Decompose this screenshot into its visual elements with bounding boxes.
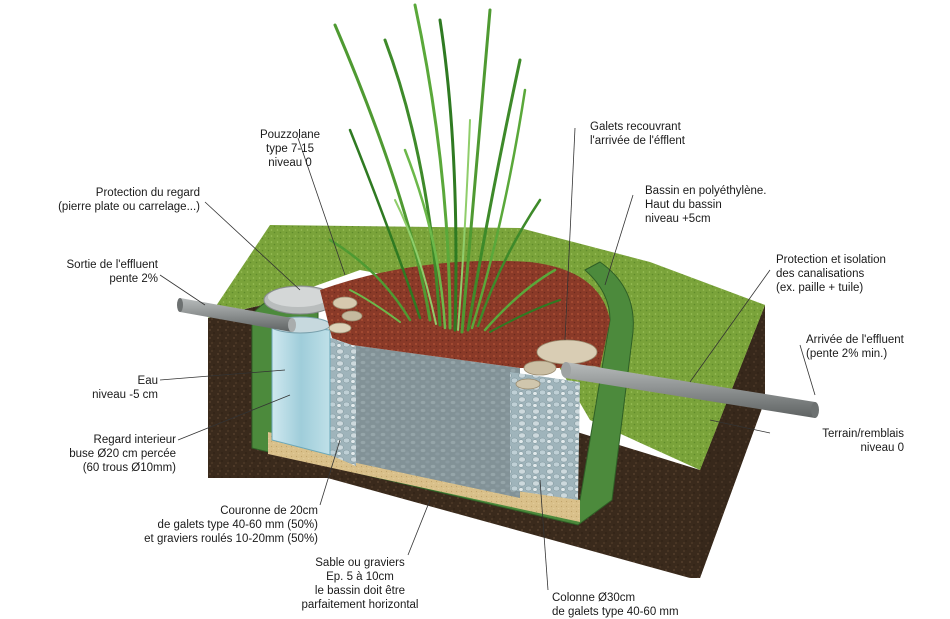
outlet-pipe: [177, 298, 296, 332]
grass-top-right: [600, 268, 765, 470]
label-line: Protection du regard: [95, 187, 200, 199]
regard-cover-stone-top: [268, 287, 328, 307]
label-line: et graviers roulés 10-20mm (50%): [144, 533, 318, 545]
label-line: de galets type 40-60 mm: [552, 606, 679, 618]
regard-pebbles: [328, 296, 363, 334]
label-line: niveau 0: [268, 157, 312, 169]
label-line: niveau 0: [860, 442, 904, 454]
label-line: (ex. paille + tuile): [776, 282, 864, 294]
label-line: Arrivée de l'effluent: [806, 334, 904, 346]
label-line: (60 trous Ø10mm): [82, 462, 176, 474]
label-line: Ep. 5 à 10cm: [326, 571, 394, 583]
label-line: Bassin en polyéthylène.: [645, 185, 767, 197]
regard-water: [271, 324, 331, 456]
label-bassin: Bassin en polyéthylène. Haut du bassin n…: [645, 184, 766, 226]
label-line: Protection et isolation: [776, 254, 886, 266]
label-pouzzolane: Pouzzolane type 7-15 niveau 0: [235, 128, 345, 170]
label-couronne: Couronne de 20cm de galets type 40-60 mm…: [100, 504, 318, 546]
label-eau: Eau niveau -5 cm: [40, 374, 158, 402]
label-protection-isolation: Protection et isolation des canalisation…: [776, 253, 886, 295]
label-regard: Regard interieur buse Ø20 cm percée (60 …: [40, 433, 176, 475]
label-line: Sortie de l'effluent: [66, 259, 159, 271]
label-line: (pierre plate ou carrelage...): [58, 201, 200, 213]
label-line: Pouzzolane: [259, 129, 321, 141]
label-line: (pente 2% min.): [806, 348, 888, 360]
pebble-column: [510, 372, 580, 500]
label-line: niveau -5 cm: [92, 389, 158, 401]
middle-gravel: [352, 345, 520, 498]
label-line: Colonne Ø30cm: [552, 592, 636, 604]
label-line: Regard interieur: [93, 434, 176, 446]
label-arrivee: Arrivée de l'effluent (pente 2% min.): [806, 333, 904, 361]
couronne-gravel: [330, 338, 356, 466]
label-line: le bassin doit être: [314, 585, 406, 597]
reed-plants: [328, 3, 561, 334]
leader-lines: [159, 127, 816, 591]
label-sortie: Sortie de l'effluent pente 2%: [40, 258, 159, 286]
label-terrain: Terrain/remblais niveau 0: [770, 427, 904, 455]
label-sable: Sable ou graviers Ep. 5 à 10cm le bassin…: [300, 556, 420, 612]
label-protection-regard: Protection du regard (pierre plate ou ca…: [40, 186, 200, 214]
label-line: Sable ou graviers: [315, 557, 405, 569]
label-line: buse Ø20 cm percée: [69, 448, 176, 460]
label-line: Terrain/remblais: [822, 428, 904, 440]
label-galets-recouvrant: Galets recouvrant l'arrivée de l'éfflent: [590, 120, 685, 148]
inlet-pipe: [561, 362, 819, 418]
label-line: parfaitement horizontal: [301, 599, 419, 611]
label-line: Haut du bassin: [645, 199, 722, 211]
label-colonne: Colonne Ø30cm de galets type 40-60 mm: [552, 591, 679, 619]
label-line: l'arrivée de l'éfflent: [590, 135, 685, 147]
label-line: pente 2%: [109, 273, 158, 285]
soil-right-face-texture: [700, 305, 765, 578]
label-line: Couronne de 20cm: [220, 505, 318, 517]
grass-top: [208, 225, 765, 470]
label-line: type 7-15: [266, 143, 314, 155]
label-line: des canalisations: [776, 268, 865, 280]
label-line: Galets recouvrant: [590, 121, 681, 133]
label-line: Eau: [137, 375, 158, 387]
label-line: niveau +5cm: [645, 213, 711, 225]
label-line: de galets type 40-60 mm (50%): [157, 519, 318, 531]
middle-gravel-shade: [352, 345, 520, 498]
